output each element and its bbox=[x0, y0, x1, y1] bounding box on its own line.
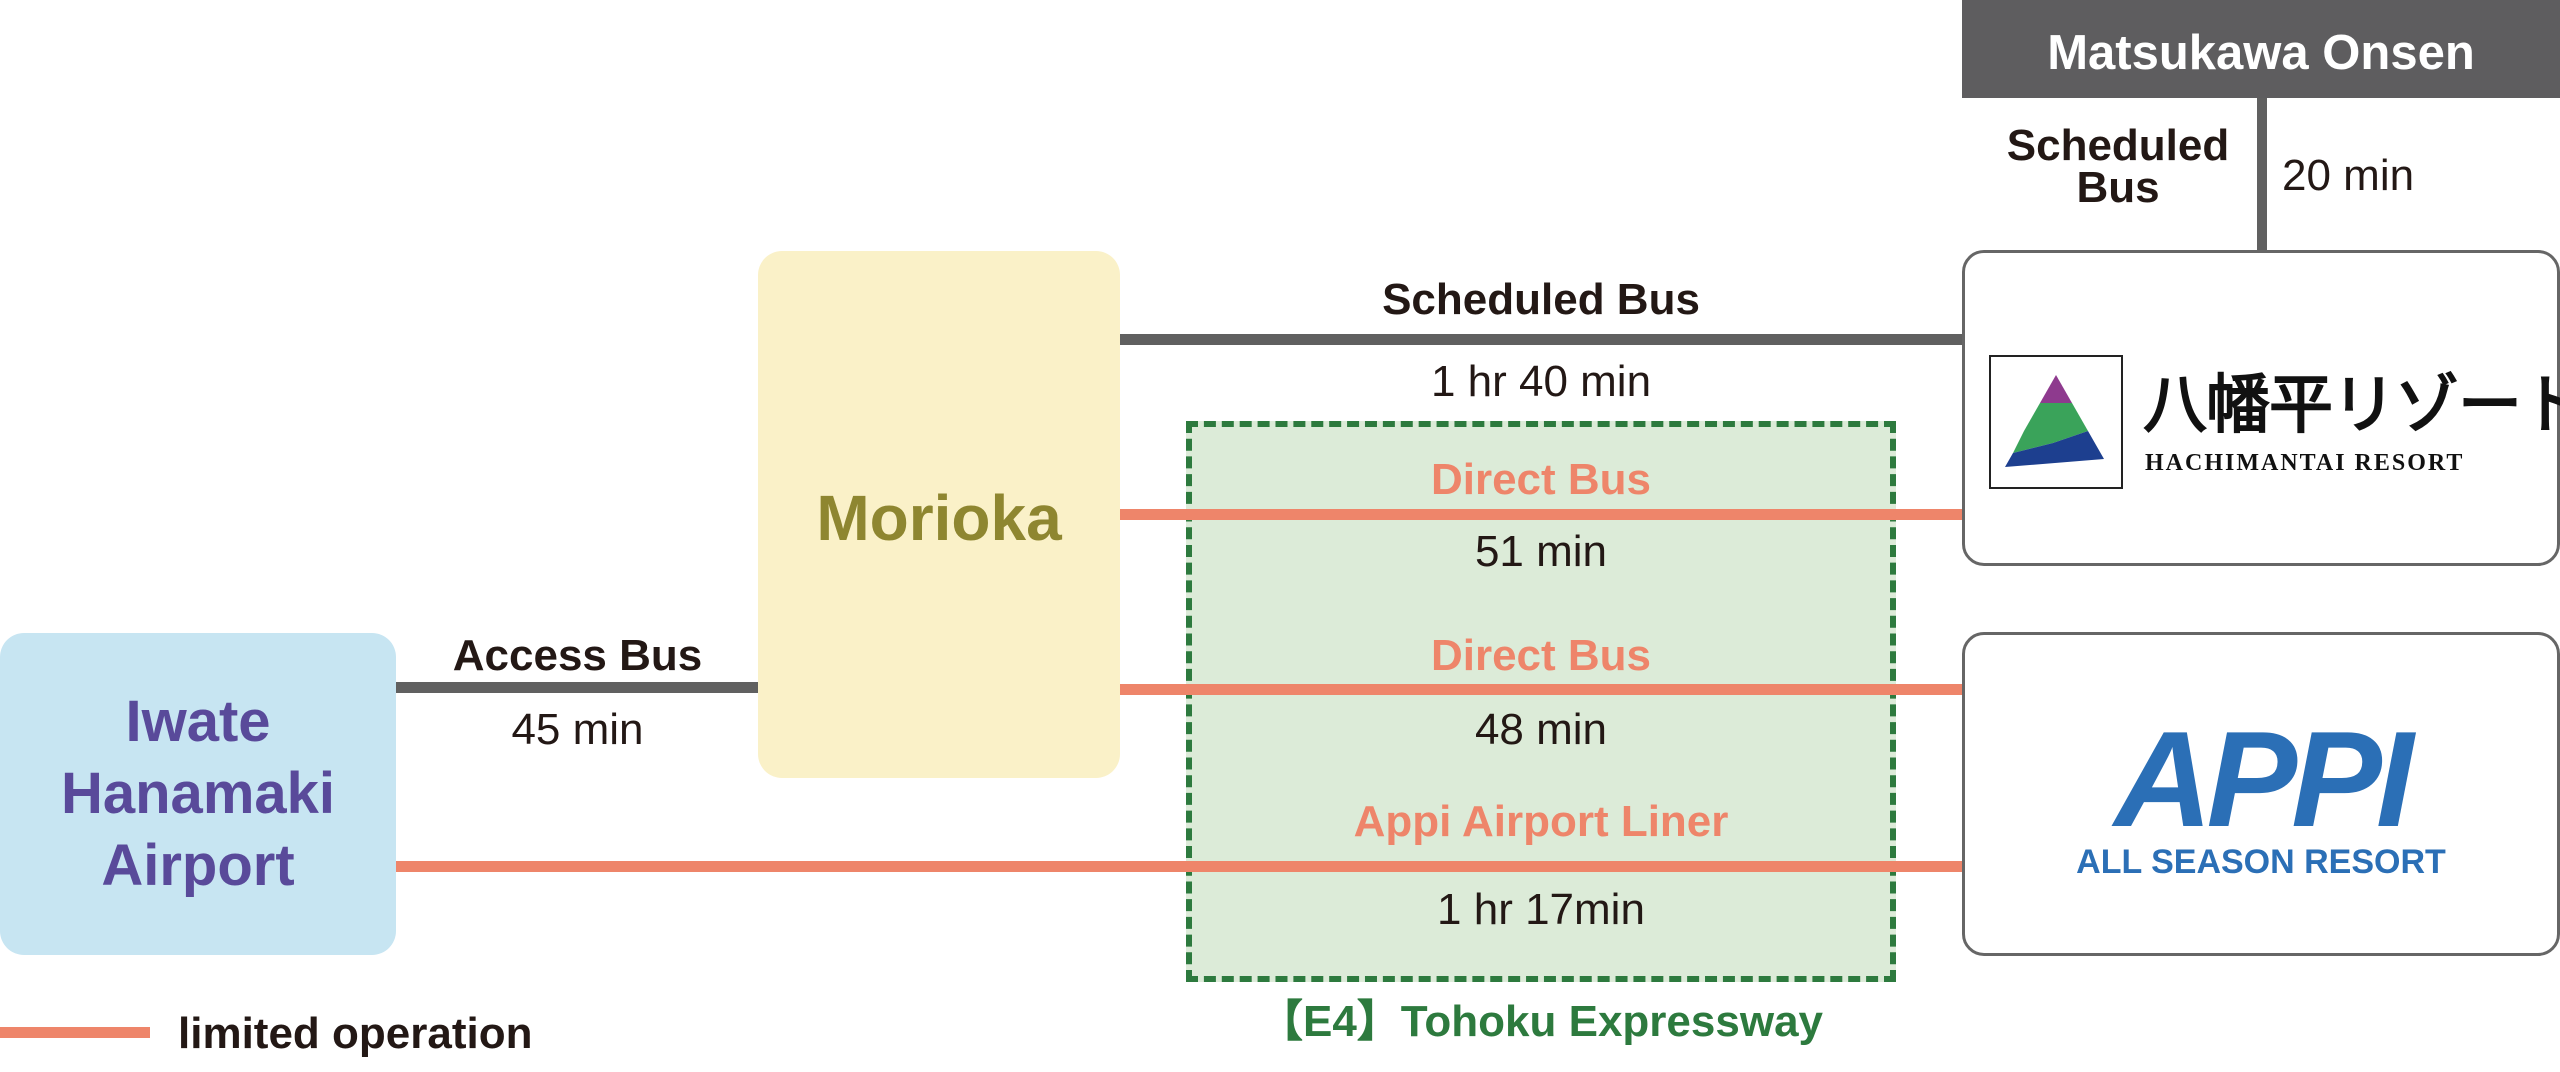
hachimantai-logo-jp: 八幡平リゾート bbox=[2143, 369, 2560, 441]
onsen-bus-label-line-2: Bus bbox=[2076, 163, 2160, 212]
appi-logo-main: APPI bbox=[2114, 703, 2413, 855]
morioka-label: Morioka bbox=[816, 481, 1062, 554]
airport-label-line-1: Iwate bbox=[125, 689, 271, 754]
access-bus-line bbox=[395, 682, 760, 693]
onsen-box: Matsukawa Onsen bbox=[1962, 0, 2560, 98]
onsen-bus-time: 20 min bbox=[2282, 151, 2415, 200]
onsen-bus-label-line-1: Scheduled bbox=[2006, 121, 2230, 170]
airport-box: Iwate Hanamaki Airport bbox=[0, 633, 396, 955]
hachimantai-logo-en: HACHIMANTAI RESORT bbox=[2145, 450, 2465, 476]
hachimantai-resort-box: 八幡平リゾート HACHIMANTAI RESORT bbox=[1962, 250, 2560, 566]
direct-bus-hachimantai-time: 51 min bbox=[1474, 527, 1608, 576]
direct-bus-hachimantai-line bbox=[1118, 509, 1964, 520]
access-bus-time: 45 min bbox=[511, 705, 644, 754]
airport-liner-line bbox=[395, 861, 1964, 872]
airport-label-line-2: Hanamaki bbox=[60, 761, 336, 826]
onsen-label: Matsukawa Onsen bbox=[2047, 26, 2475, 80]
direct-bus-hachimantai-label: Direct Bus bbox=[1430, 455, 1652, 504]
direct-bus-appi-line bbox=[1118, 684, 1964, 695]
scheduled-bus-line bbox=[1118, 334, 1964, 345]
airport-label-line-3: Airport bbox=[101, 833, 295, 898]
morioka-box: Morioka bbox=[758, 251, 1120, 778]
onsen-bus-line bbox=[2257, 98, 2267, 250]
hachimantai-logo-icon bbox=[1989, 355, 2123, 489]
scheduled-bus-label: Scheduled Bus bbox=[1382, 275, 1700, 324]
scheduled-bus-time: 1 hr 40 min bbox=[1430, 357, 1652, 406]
legend-label: limited operation bbox=[178, 1009, 533, 1058]
airport-liner-time: 1 hr 17min bbox=[1437, 885, 1645, 934]
direct-bus-appi-time: 48 min bbox=[1474, 705, 1608, 754]
expressway-label: 【E4】Tohoku Expressway bbox=[1258, 997, 1824, 1046]
appi-resort-box: APPI ALL SEASON RESORT bbox=[1962, 632, 2560, 956]
legend-swatch bbox=[0, 1027, 150, 1038]
access-bus-label: Access Bus bbox=[452, 631, 703, 680]
airport-liner-label: Appi Airport Liner bbox=[1353, 797, 1729, 846]
direct-bus-appi-label: Direct Bus bbox=[1430, 631, 1652, 680]
appi-logo-sub: ALL SEASON RESORT bbox=[2076, 843, 2446, 881]
